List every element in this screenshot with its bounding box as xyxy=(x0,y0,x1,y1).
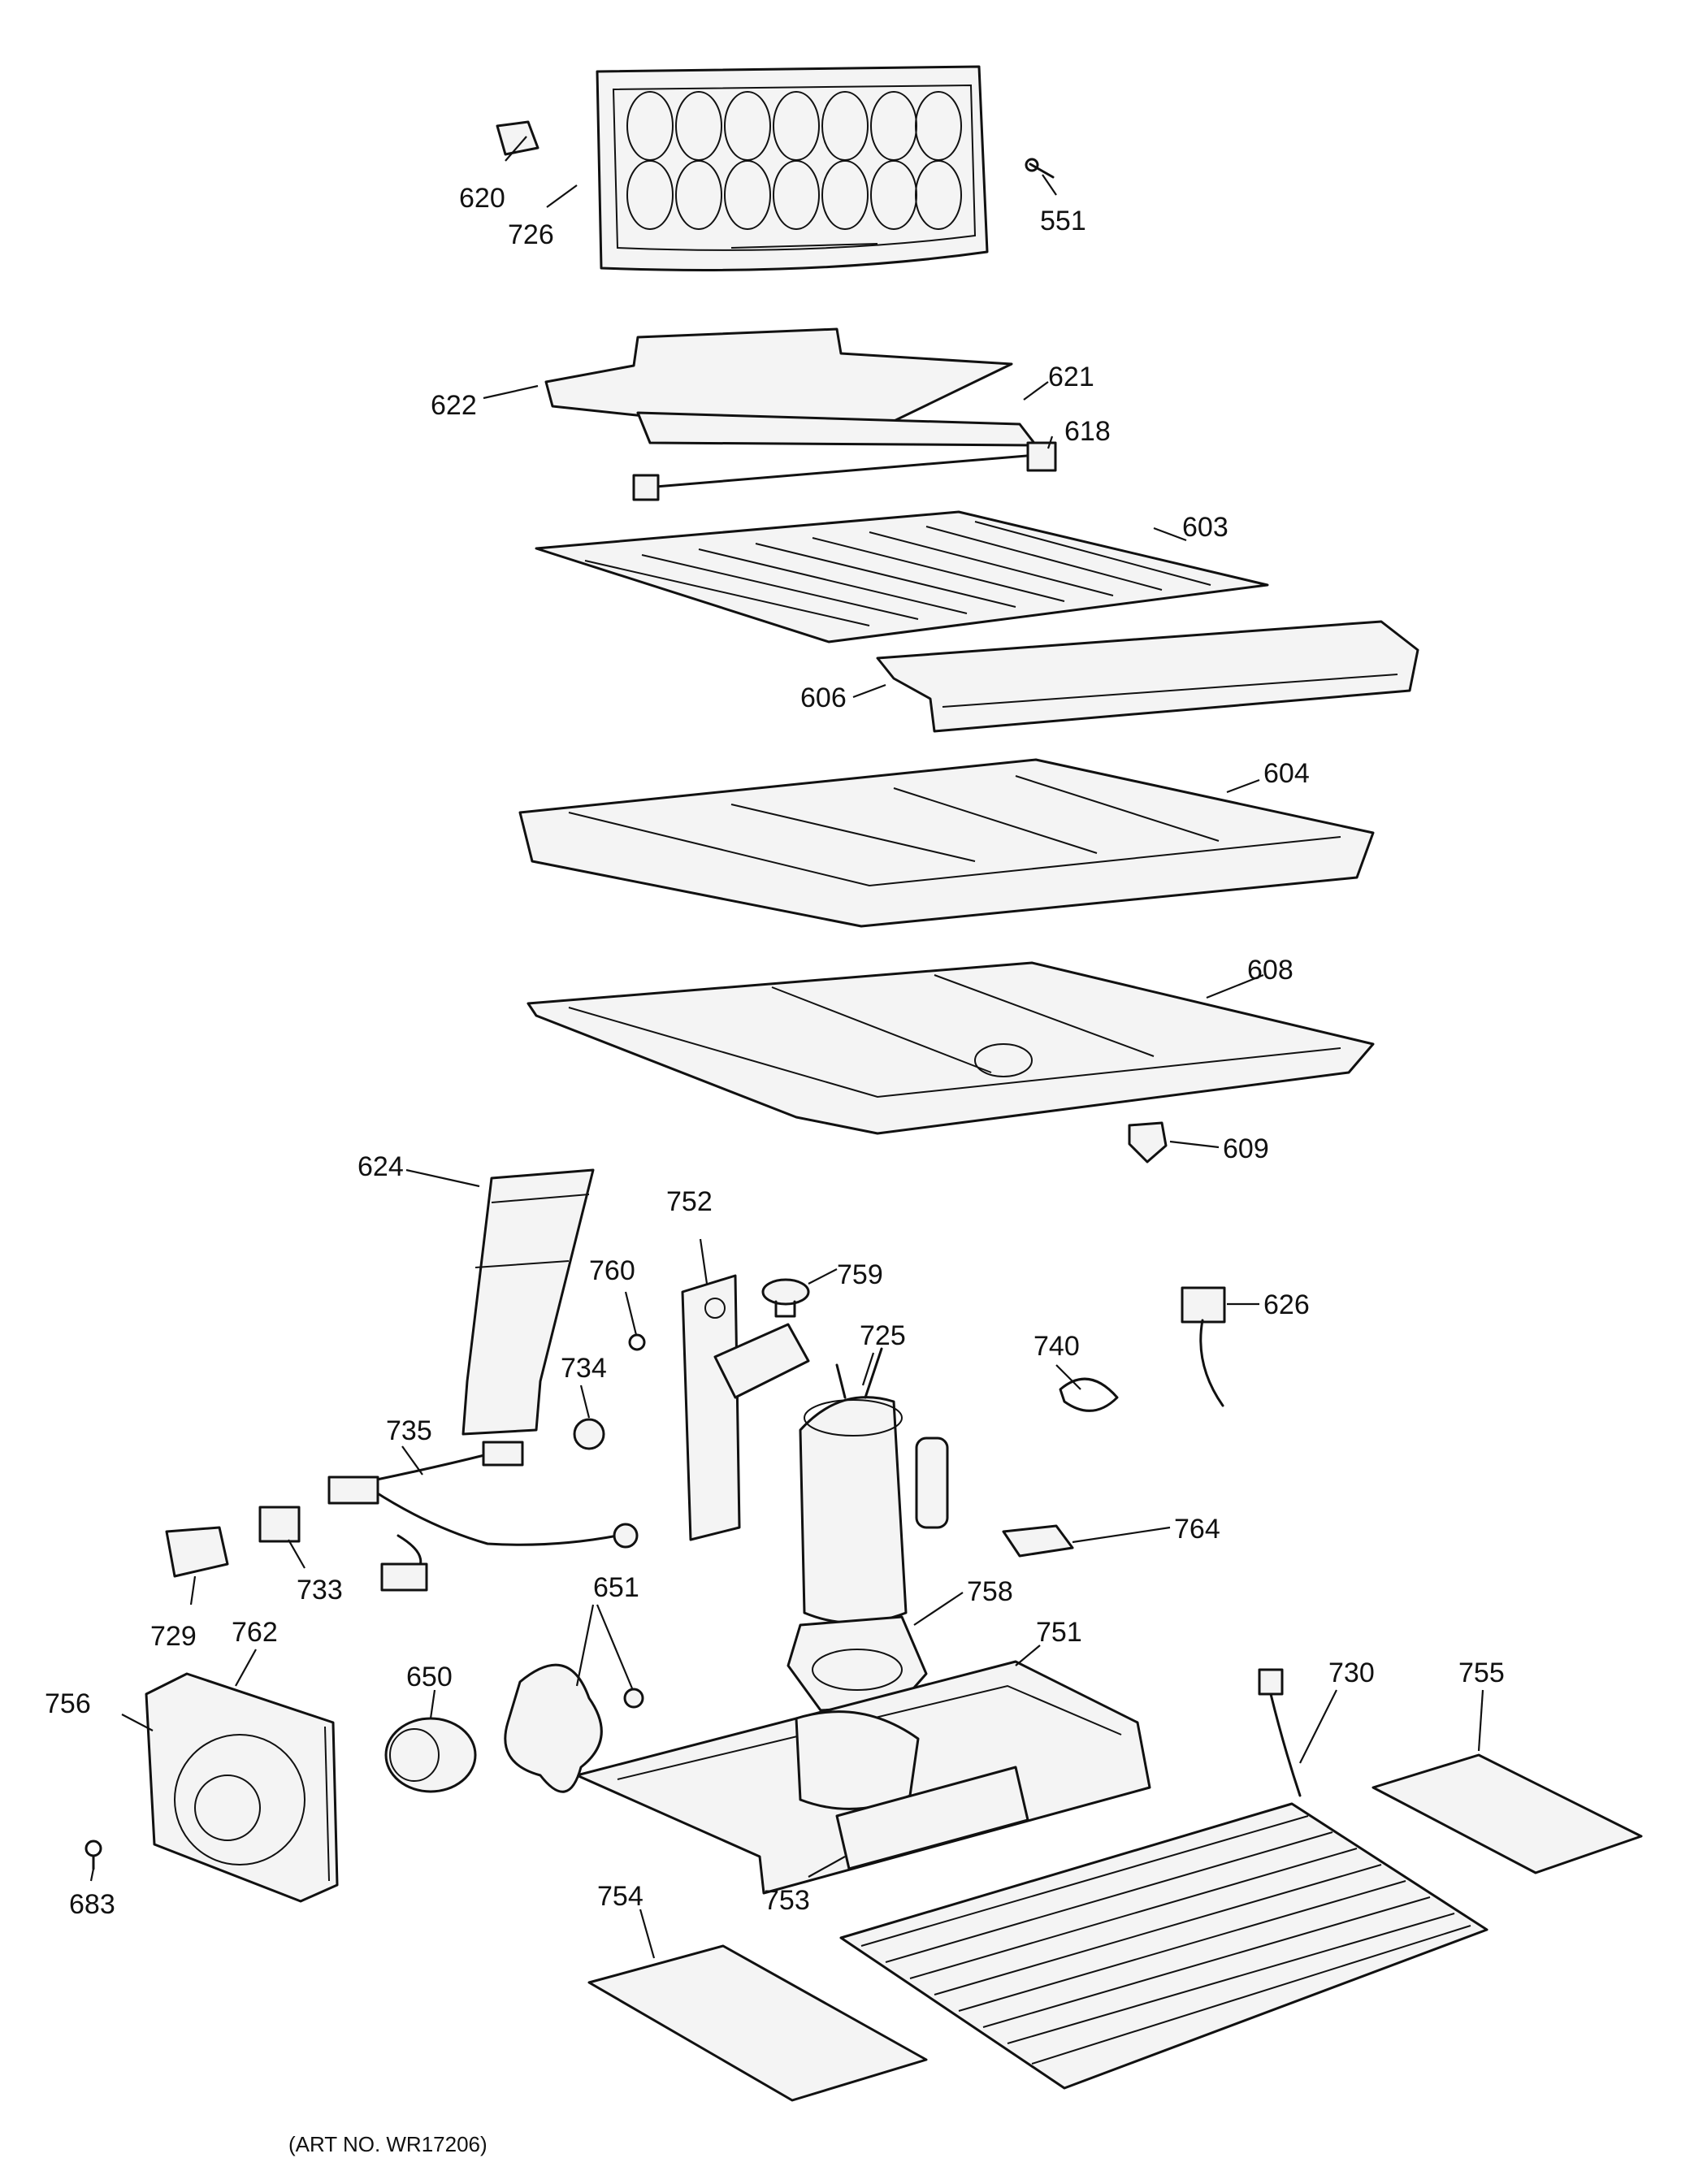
callout-759: 759 xyxy=(837,1259,883,1290)
motor-650 xyxy=(384,1717,477,1793)
screw-760 xyxy=(628,1333,646,1351)
pan-608 xyxy=(526,961,1375,1135)
bracket-621 xyxy=(636,411,1038,447)
callout-609: 609 xyxy=(1223,1133,1269,1164)
callout-624: 624 xyxy=(358,1151,404,1182)
evaporator-726 xyxy=(596,65,989,271)
callout-604: 604 xyxy=(1263,758,1310,789)
connector-734 xyxy=(573,1418,605,1450)
callout-651: 651 xyxy=(593,1572,639,1603)
shelf-604 xyxy=(518,758,1375,928)
screw-551 xyxy=(1025,158,1055,179)
callout-753: 753 xyxy=(764,1885,810,1916)
grid-603 xyxy=(535,510,1269,644)
callout-762: 762 xyxy=(232,1617,278,1648)
cover-754 xyxy=(587,1944,928,2102)
harness-735 xyxy=(327,1441,639,1592)
callout-618: 618 xyxy=(1064,416,1111,447)
cover-755 xyxy=(1372,1753,1643,1874)
callout-650: 650 xyxy=(406,1662,453,1692)
callout-740: 740 xyxy=(1034,1331,1080,1362)
duct-606 xyxy=(876,620,1419,733)
callout-622: 622 xyxy=(431,390,477,421)
callout-729: 729 xyxy=(150,1621,197,1652)
base-751 xyxy=(575,1660,1151,1895)
fan-651 xyxy=(504,1663,644,1793)
callout-755: 755 xyxy=(1458,1658,1505,1688)
callout-754: 754 xyxy=(597,1881,644,1912)
clip-740 xyxy=(1059,1377,1119,1412)
clip-620 xyxy=(496,120,540,156)
callout-734: 734 xyxy=(561,1353,607,1384)
mount-758 xyxy=(786,1615,928,1712)
condenser-730 xyxy=(839,1668,1488,2090)
callout-751: 751 xyxy=(1036,1617,1082,1648)
art-number: (ART NO. WR17206) xyxy=(288,2132,488,2156)
compressor-725 xyxy=(799,1347,949,1624)
callout-733: 733 xyxy=(297,1575,343,1606)
baffle-624 xyxy=(462,1168,595,1436)
callout-758: 758 xyxy=(967,1576,1013,1607)
callout-752: 752 xyxy=(666,1186,713,1217)
screw-683 xyxy=(84,1840,102,1870)
callout-620: 620 xyxy=(459,183,505,214)
cord-626 xyxy=(1181,1286,1226,1407)
callout-labels: 620 726 551 622 621 618 603 606 604 608 … xyxy=(45,183,1505,1920)
strap-764 xyxy=(1002,1524,1074,1558)
callout-725: 725 xyxy=(860,1320,906,1351)
callout-760: 760 xyxy=(589,1255,635,1286)
callout-683: 683 xyxy=(69,1889,115,1920)
callout-735: 735 xyxy=(386,1415,432,1446)
drain-609 xyxy=(1128,1121,1168,1164)
bracket-752 xyxy=(681,1274,810,1541)
grommet-759 xyxy=(761,1278,810,1318)
switch-733 xyxy=(258,1506,301,1543)
callout-606: 606 xyxy=(800,682,847,713)
panel-753 xyxy=(835,1766,1029,1870)
relay-729 xyxy=(165,1526,229,1578)
callout-603: 603 xyxy=(1182,512,1228,543)
callout-726: 726 xyxy=(508,219,554,250)
callout-621: 621 xyxy=(1048,362,1094,392)
callout-551: 551 xyxy=(1040,206,1086,236)
heater-618 xyxy=(632,441,1057,501)
callout-730: 730 xyxy=(1328,1658,1375,1688)
leader-lines xyxy=(89,136,1484,1959)
shroud-756 xyxy=(145,1672,339,1903)
callout-764: 764 xyxy=(1174,1514,1220,1545)
callout-626: 626 xyxy=(1263,1289,1310,1320)
callout-756: 756 xyxy=(45,1688,91,1719)
callout-608: 608 xyxy=(1247,955,1294,986)
